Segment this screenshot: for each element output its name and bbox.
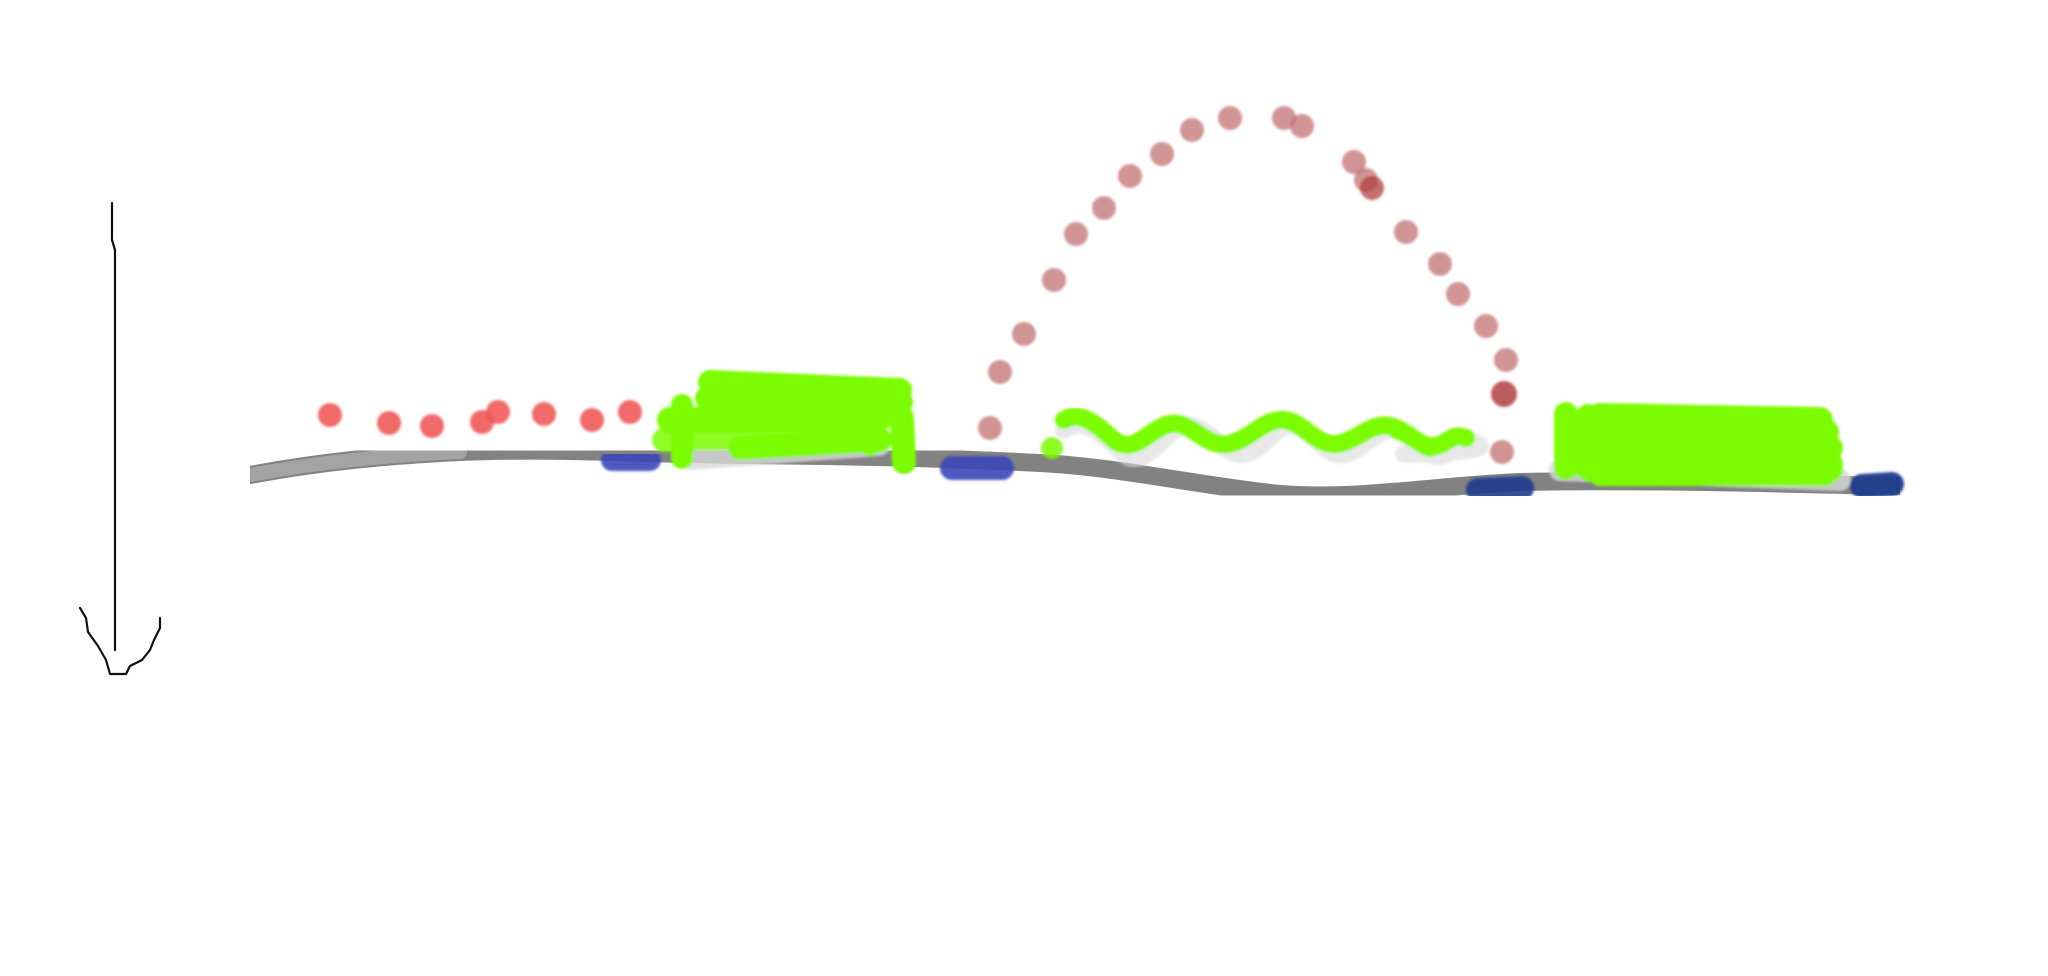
dot (988, 360, 1012, 384)
dot (1012, 322, 1036, 346)
dot (1428, 252, 1452, 276)
wave-end-dot (1041, 437, 1063, 459)
dot (420, 414, 444, 438)
dot (532, 402, 556, 426)
dot (1118, 164, 1142, 188)
dot (1394, 220, 1418, 244)
arrow-shaft (110, 201, 117, 652)
pad (1850, 472, 1904, 498)
dot (1150, 142, 1174, 166)
dot (1494, 348, 1518, 372)
dot (1272, 106, 1296, 130)
dot (1064, 222, 1088, 246)
dot (1490, 440, 1514, 464)
dot (1446, 282, 1470, 306)
dot (1180, 118, 1204, 142)
dots-arc (978, 106, 1518, 464)
dot (1290, 114, 1314, 138)
dot (377, 411, 401, 435)
dot (1218, 106, 1242, 130)
dot (1360, 176, 1384, 200)
dot (1092, 196, 1116, 220)
dot (486, 400, 510, 424)
dot (978, 416, 1002, 440)
dot (318, 403, 342, 427)
dot (1042, 268, 1066, 292)
dot (618, 400, 642, 424)
blue-pads (601, 449, 1904, 502)
green-scribble-right (1549, 402, 1851, 491)
red-dots-row (318, 400, 642, 438)
pad (1466, 476, 1534, 502)
dot (1491, 381, 1517, 407)
dot (1342, 150, 1366, 174)
dot (1474, 314, 1498, 338)
arrow-head (78, 606, 162, 676)
green-scribble-left (652, 370, 916, 474)
dot (580, 408, 604, 432)
green-wave (1041, 407, 1489, 468)
down-arrow-icon (78, 201, 162, 676)
